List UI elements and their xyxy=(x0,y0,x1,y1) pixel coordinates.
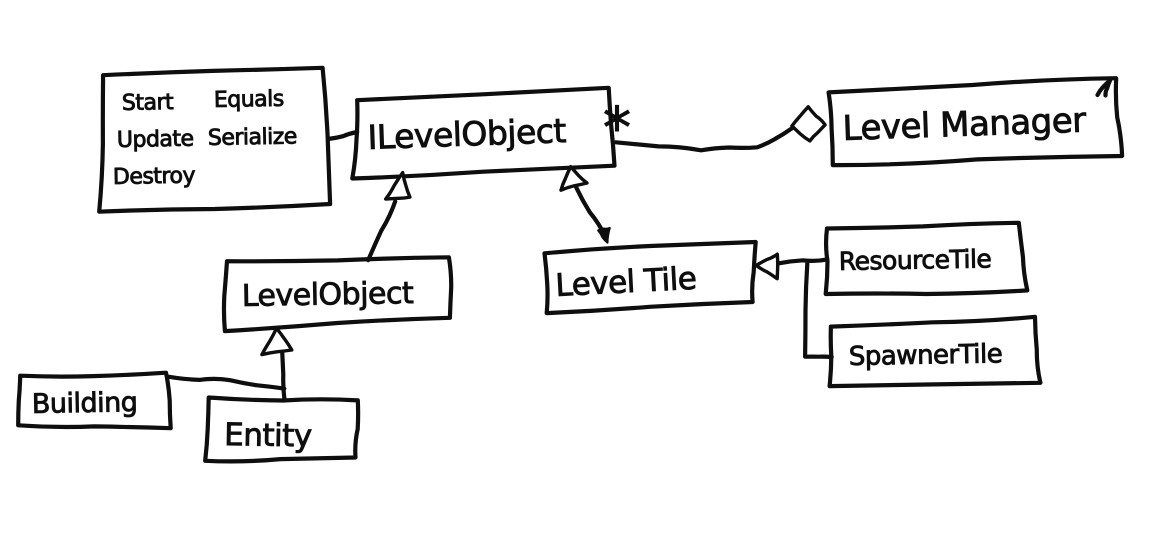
methods-to-ilevelobject-connector xyxy=(326,129,360,141)
resourcetile-box-label: ResourceTile xyxy=(839,244,992,276)
aggregation-diamond xyxy=(790,105,827,143)
levelmanager-pen-flick xyxy=(1095,78,1113,98)
spawnertile-box-label: SpawnerTile xyxy=(849,339,1003,372)
interface-members-box-label: Equals xyxy=(214,87,284,113)
entity-box-label: Entity xyxy=(224,417,312,455)
leveltile-box xyxy=(542,239,758,316)
building-connector-line xyxy=(166,374,287,391)
building-box-label: Building xyxy=(32,387,138,420)
interface-members-box xyxy=(97,65,333,214)
interface-members-box-label: Destroy xyxy=(113,164,196,190)
inheritance-arrowhead-leveltile xyxy=(559,165,589,192)
interface-members-box-label: Update xyxy=(117,127,194,153)
ilevelobject-to-levelmanager-line xyxy=(613,126,794,153)
multiplicity-star: * xyxy=(603,96,631,161)
levelmanager-box-label: Level Manager xyxy=(842,101,1087,149)
spawnertile-connector-line xyxy=(803,261,834,360)
inheritance-arrowhead-tiles xyxy=(754,252,780,281)
interface-members-box-label: Start xyxy=(122,90,175,116)
leveltile-line-end-arrow xyxy=(597,226,611,244)
leveltile-box-label: Level Tile xyxy=(555,261,698,304)
entity-box xyxy=(203,395,361,464)
entity-inheritance-line xyxy=(280,349,287,400)
levelmanager-box xyxy=(826,76,1125,168)
resourcetile-box xyxy=(823,220,1030,297)
spawnertile-box xyxy=(827,314,1043,389)
ilevelobject-box xyxy=(350,85,617,181)
levelobject-box-label: LevelObject xyxy=(242,276,415,314)
resourcetile-connector-line xyxy=(776,257,830,266)
interface-members-box-label: Serialize xyxy=(208,124,297,151)
building-box xyxy=(16,370,173,431)
levelobject-box xyxy=(221,255,454,334)
levelobject-inheritance-line xyxy=(366,199,398,263)
inheritance-arrowhead-entity xyxy=(260,326,294,357)
inheritance-arrowhead-levelobject xyxy=(384,170,412,201)
ilevelobject-box-label: ILevelObject xyxy=(367,111,567,157)
